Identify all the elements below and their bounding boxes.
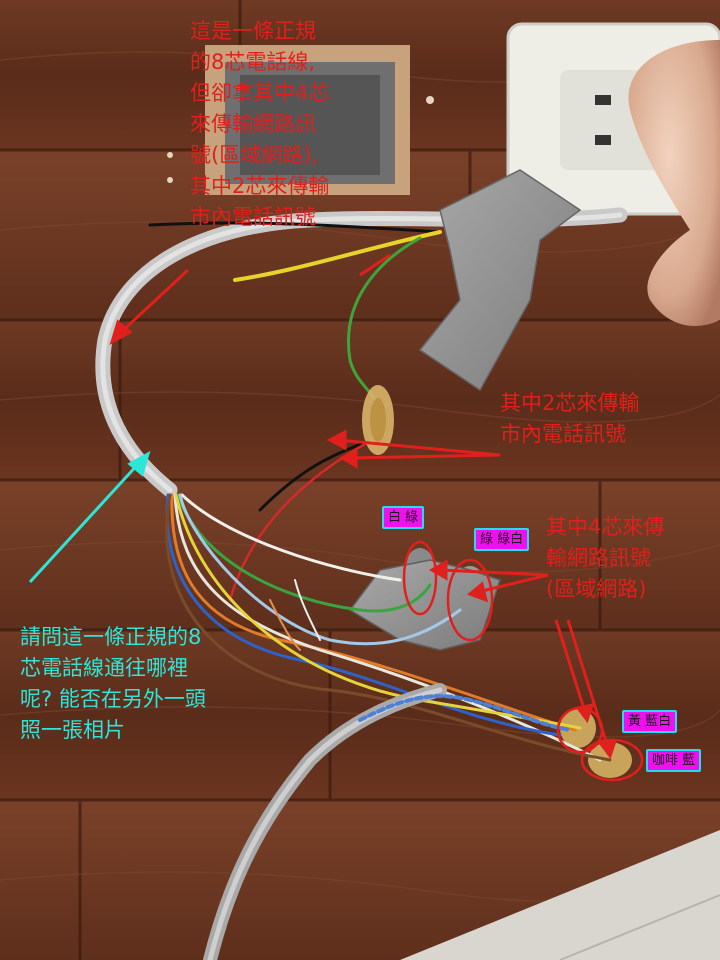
floor-tiles	[400, 830, 720, 960]
screw-holes	[167, 96, 434, 183]
tape-wrap	[418, 169, 582, 392]
tag-white-green: 白 綠	[382, 506, 425, 529]
finger	[628, 40, 720, 326]
wall-hole	[205, 45, 410, 195]
network-wires	[165, 493, 612, 762]
cyan-arrow	[28, 450, 151, 584]
red-circles	[402, 540, 644, 782]
tape-patch	[348, 559, 501, 651]
lower-cable	[203, 683, 572, 960]
phone-note: 其中2芯來傳輸 市內電話訊號	[500, 391, 640, 446]
question-note: 請問這一條正規的8 芯電話線通往哪裡 呢? 能否在另外一頭 照一張相片	[20, 625, 206, 742]
tag-yellow-blue-white: 黃 藍白	[622, 710, 678, 733]
tag-brown-blue: 咖啡 藍	[646, 749, 702, 772]
red-arrows	[109, 253, 618, 760]
top-note: 這是一條正規 的8芯電話線, 但卻拿其中4芯 來傳輸網路訊 號(區域網路), 其…	[190, 19, 330, 229]
network-note: 其中4芯來傳 輸網路訊號 (區域網路)	[546, 515, 665, 601]
tag-green-green-white: 綠 綠白	[474, 528, 530, 551]
